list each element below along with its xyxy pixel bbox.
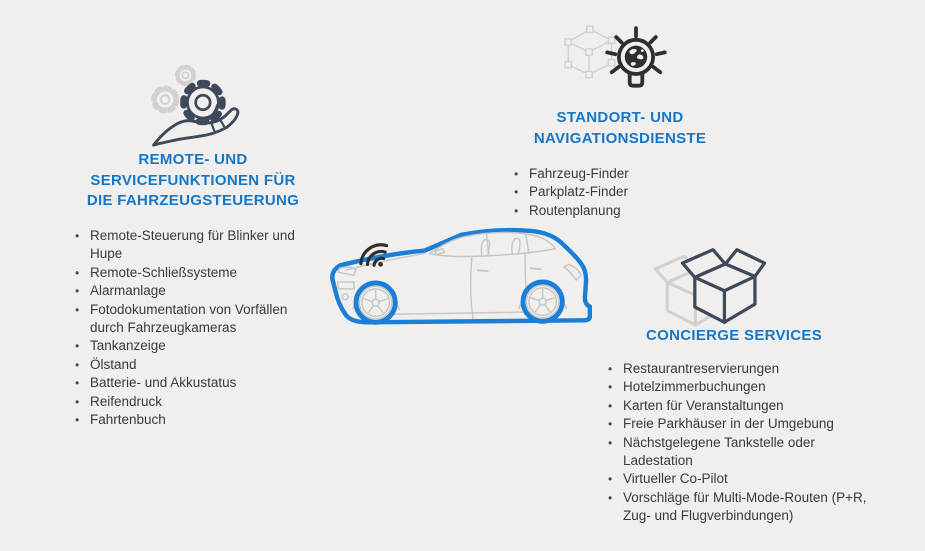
location-services-list: Fahrzeug-Finder Parkplatz-Finder Routenp…: [512, 165, 722, 221]
list-item: Freie Parkhäuser in der Umgebung: [606, 415, 868, 434]
list-item: Parkplatz-Finder: [512, 183, 722, 202]
list-item: Routenplanung: [512, 202, 722, 221]
list-item: Batterie- und Akkustatus: [73, 374, 313, 393]
list-item: Nächstgelegene Tankstelle oder Ladestati…: [606, 434, 868, 471]
remote-functions-list: Remote-Steuerung für Blinker und Hupe Re…: [73, 227, 313, 430]
open-boxes-icon: [653, 248, 767, 327]
list-item: Restaurantreservierungen: [606, 360, 868, 379]
section-heading-location: STANDORT- UND NAVIGATIONSDIENSTE: [489, 108, 751, 149]
heading-line: SERVICEFUNKTIONEN FÜR: [90, 171, 296, 189]
list-item: Remote-Steuerung für Blinker und Hupe: [73, 227, 313, 264]
list-item: Karten für Veranstaltungen: [606, 397, 868, 416]
list-item: Vorschläge für Multi-Mode-Routen (P+R, Z…: [606, 489, 868, 526]
lightbulb-globe-icon: [605, 26, 667, 88]
front-wheel: [353, 280, 398, 325]
heading-line: REMOTE- UND: [138, 151, 248, 168]
heading-line: STANDORT- UND: [556, 109, 684, 126]
list-item: Reifendruck: [73, 393, 313, 412]
concierge-services-list: Restaurantreservierungen Hotelzimmerbuch…: [606, 360, 868, 526]
heading-line: CONCIERGE SERVICES: [646, 327, 822, 344]
rear-wheel: [520, 279, 565, 324]
heading-line: DIE FAHRZEUGSTEUERUNG: [86, 192, 300, 209]
wireframe-cube-icon: [564, 25, 616, 79]
section-heading-concierge: CONCIERGE SERVICES: [603, 326, 865, 347]
list-item: Hotelzimmerbuchungen: [606, 378, 868, 397]
hand-holding-gear-icon: [151, 64, 240, 147]
list-item: Ölstand: [73, 356, 313, 375]
list-item: Alarmanlage: [73, 282, 313, 301]
list-item: Fahrtenbuch: [73, 411, 313, 430]
list-item: Tankanzeige: [73, 337, 313, 356]
wifi-signal-icon: [359, 243, 389, 267]
heading-line: NAVIGATIONSDIENSTE: [533, 129, 707, 147]
list-item: Virtueller Co-Pilot: [606, 470, 868, 489]
list-item: Fotodokumentation von Vorfällen durch Fa…: [73, 301, 313, 338]
section-heading-remote: REMOTE- UND SERVICEFUNKTIONEN FÜR DIE FA…: [52, 150, 334, 212]
list-item: Remote-Schließsysteme: [73, 264, 313, 283]
connected-car-illustration: [330, 227, 593, 325]
list-item: Fahrzeug-Finder: [512, 165, 722, 184]
globe-icon: [624, 45, 648, 69]
